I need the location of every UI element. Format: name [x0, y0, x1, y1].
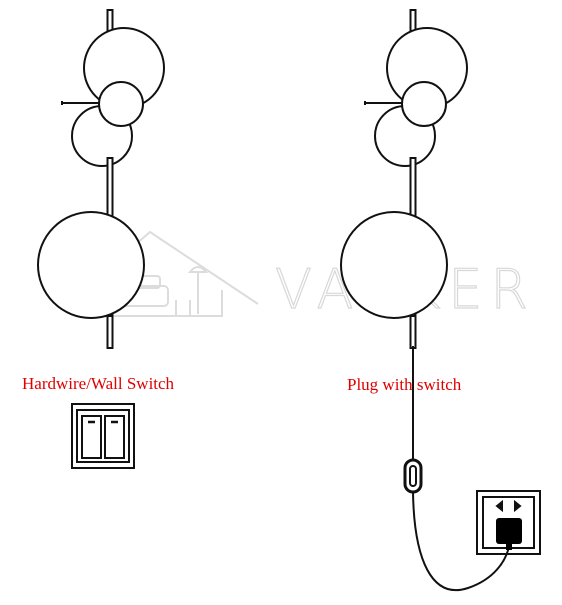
plug-icon: [496, 518, 522, 550]
power-cord: [412, 346, 511, 591]
wall-switch-icon: [71, 403, 135, 469]
lamp-left: [37, 9, 165, 349]
plug-option-label: Plug with switch: [347, 375, 462, 394]
hardwire-option-label: Hardwire/Wall Switch: [22, 374, 175, 393]
lamp-left-icon: [37, 9, 165, 349]
inline-switch-icon: [403, 458, 423, 494]
